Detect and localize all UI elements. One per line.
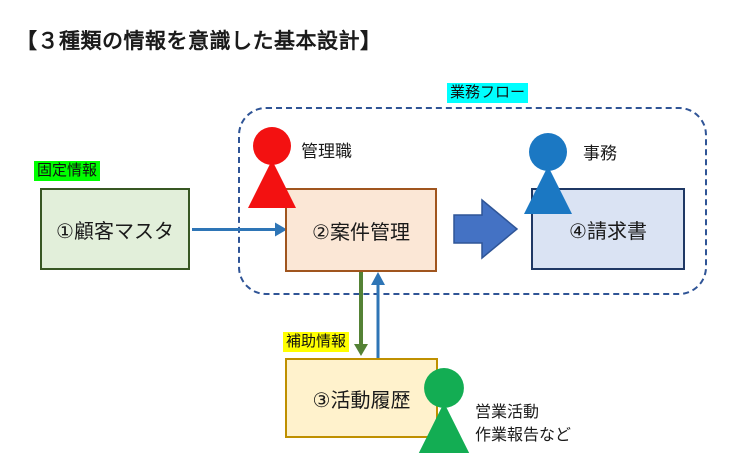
workflow-dashed-container	[238, 107, 707, 295]
box-customer-master: ①顧客マスタ	[40, 188, 190, 270]
sales-note-line2: 作業報告など	[475, 427, 572, 444]
box-invoice: ④請求書	[531, 188, 685, 270]
workflow-label: 業務フロー	[447, 83, 529, 103]
box-activity-history: ③活動履歴	[285, 358, 438, 438]
box-invoice-text: ④請求書	[569, 220, 647, 243]
manager-label: 管理職	[301, 142, 352, 161]
sales-person-icon	[418, 368, 470, 453]
arrow-case-to-activity-icon	[354, 272, 368, 356]
sales-note-label: 営業活動 作業報告など	[475, 401, 571, 447]
manager-person-icon	[248, 127, 296, 208]
clerk-person-icon	[524, 133, 572, 214]
flow-fat-arrow-icon	[453, 198, 519, 260]
page-title: 【３種類の情報を意識した基本設計】	[16, 30, 382, 53]
arrow-customer-to-case-icon	[192, 222, 287, 237]
aux-info-label: 補助情報	[283, 332, 350, 352]
clerk-label: 事務	[583, 144, 617, 163]
box-case-management: ②案件管理	[285, 188, 437, 272]
box-activity-history-text: ③活動履歴	[312, 389, 411, 412]
sales-note-line1: 営業活動	[475, 404, 540, 421]
box-case-management-text: ②案件管理	[312, 221, 410, 244]
box-customer-master-text: ①顧客マスタ	[56, 220, 174, 243]
arrow-activity-to-case-icon	[371, 272, 385, 360]
fixed-info-label: 固定情報	[34, 161, 101, 181]
